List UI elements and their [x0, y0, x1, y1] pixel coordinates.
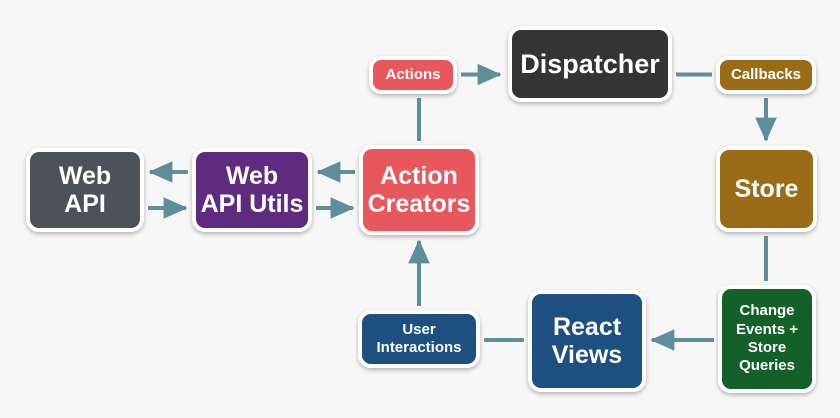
node-callbacks[interactable]: Callbacks — [716, 56, 816, 94]
node-callbacks-label: Callbacks — [730, 65, 802, 83]
node-dispatcher[interactable]: Dispatcher — [508, 26, 672, 102]
node-actions-label: Actions — [385, 65, 441, 83]
node-store-label: Store — [734, 175, 799, 203]
node-store[interactable]: Store — [716, 146, 817, 232]
node-actions[interactable]: Actions — [369, 56, 457, 94]
node-dispatcher-label: Dispatcher — [520, 48, 660, 79]
